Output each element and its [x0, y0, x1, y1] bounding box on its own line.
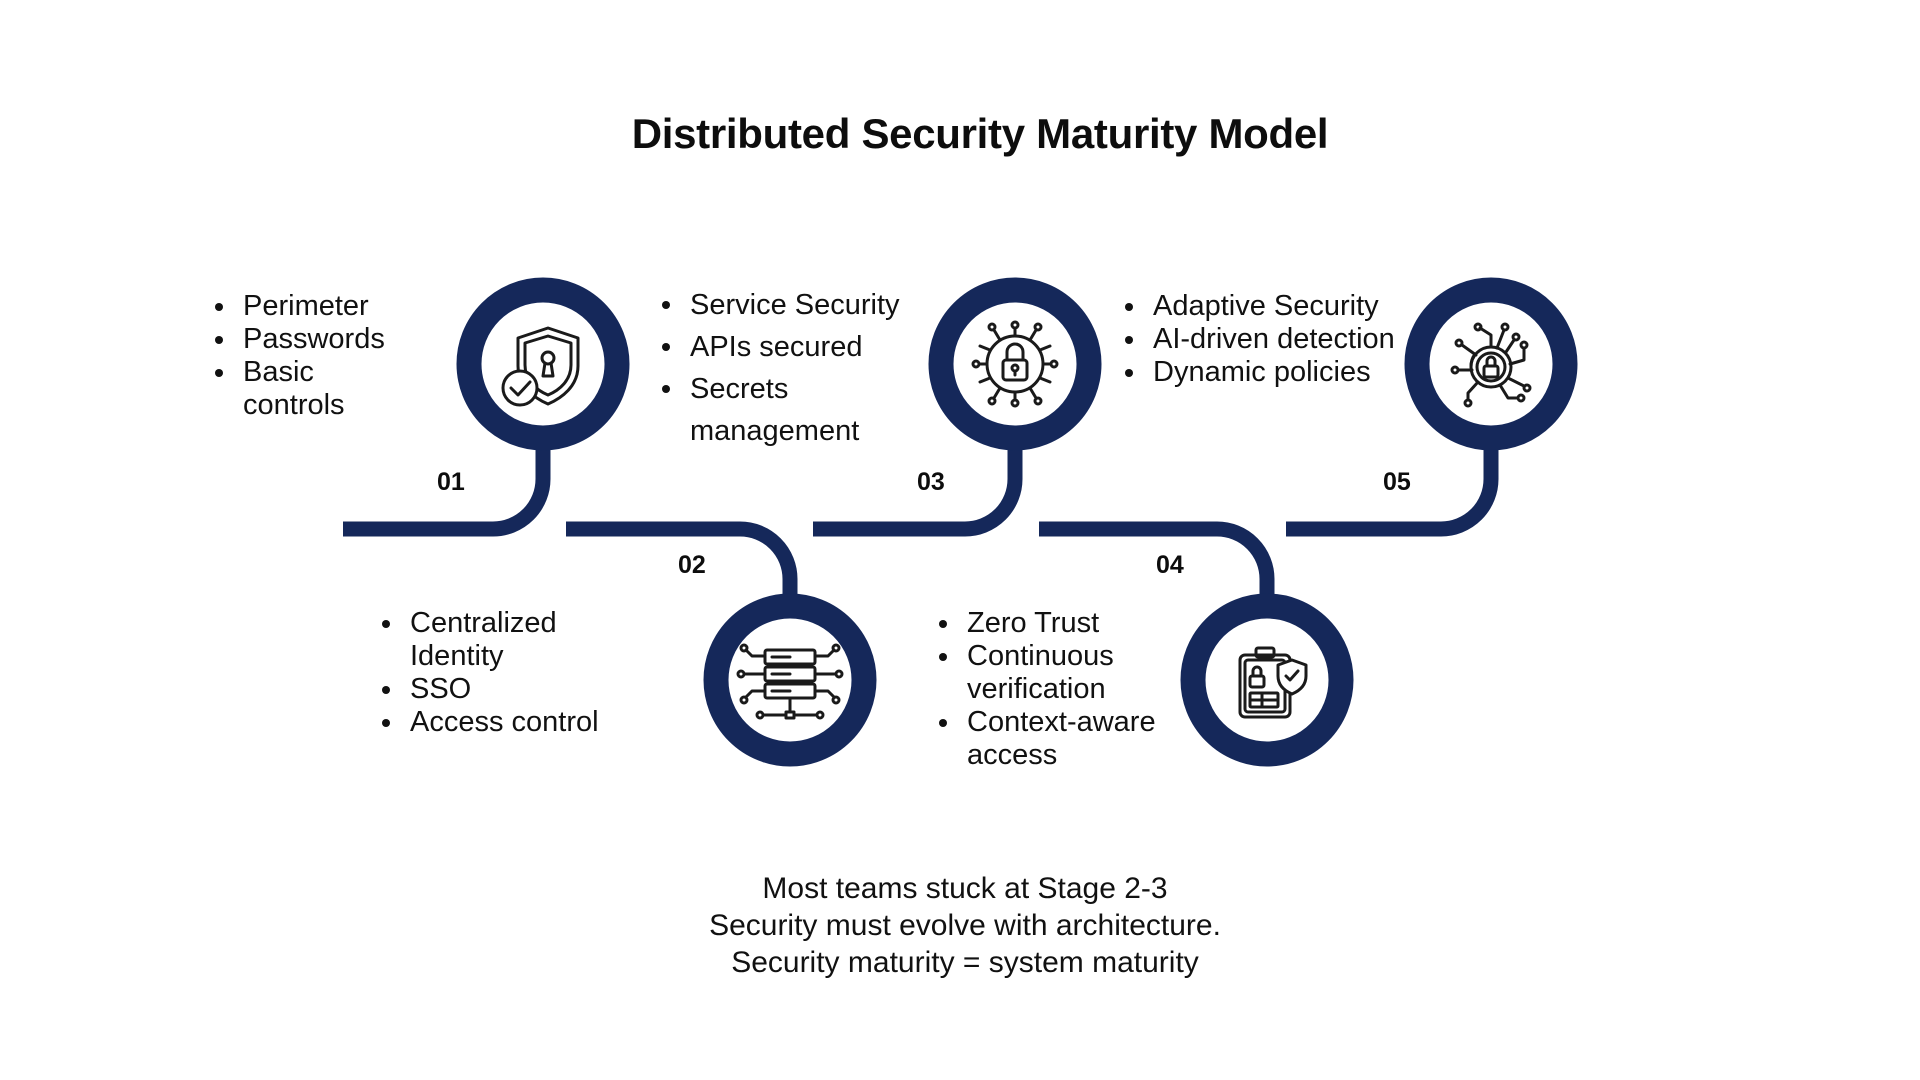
stage-5-bullet: AI-driven detection — [1123, 323, 1403, 356]
summary-line-3: Security maturity = system maturity — [731, 946, 1199, 979]
stage-2-bullet: Access control — [380, 706, 620, 739]
stage-1-bullet: Passwords — [213, 323, 413, 356]
stage-1-bullet: Perimeter — [213, 290, 413, 323]
stage-2-bullet: SSO — [380, 673, 620, 706]
server-network-icon — [736, 643, 844, 720]
path-segment-stage-4 — [1039, 521, 1275, 598]
stage-4-bullet: Continuous verification — [937, 640, 1177, 706]
stage-3-bullet: Service Security — [660, 284, 920, 326]
summary-text: Most teams stuck at Stage 2-3 Security m… — [590, 870, 1340, 981]
stage-3-number: 03 — [917, 468, 945, 496]
summary-line-1: Most teams stuck at Stage 2-3 — [762, 872, 1168, 905]
summary-line-2: Security must evolve with architecture. — [709, 909, 1221, 942]
stage-2-bullet: Centralized Identity — [380, 607, 620, 673]
stage-4-bullet-list: Zero Trust Continuous verification Conte… — [937, 607, 1177, 772]
stage-1-bullet: Basic controls — [213, 356, 413, 422]
diagram-title: Distributed Security Maturity Model — [631, 110, 1329, 157]
stage-4-bullet: Context-aware access — [937, 706, 1177, 772]
circuit-lock-icon — [971, 320, 1059, 408]
path-segment-stage-1 — [343, 448, 551, 537]
stage-2-bullet-list: Centralized Identity SSO Access control — [380, 607, 620, 739]
clipboard-lock-shield-icon — [1238, 646, 1308, 719]
stage-5-number: 05 — [1383, 468, 1411, 496]
path-segment-stage-5 — [1286, 448, 1499, 537]
stage-4-bullet: Zero Trust — [937, 607, 1177, 640]
stage-5-bullet: Adaptive Security — [1123, 290, 1403, 323]
stage-5-bullet: Dynamic policies — [1123, 356, 1403, 389]
stage-3-bullet-list: Service Security APIs secured Secrets ma… — [660, 284, 920, 452]
stage-1-number: 01 — [437, 468, 465, 496]
path-segment-stage-2 — [566, 521, 798, 598]
stage-2-number: 02 — [678, 551, 706, 579]
path-segment-stage-3 — [813, 448, 1023, 537]
stage-5-bullet-list: Adaptive Security AI-driven detection Dy… — [1123, 290, 1403, 389]
stage-1-bullet-list: Perimeter Passwords Basic controls — [213, 290, 413, 422]
stage-3-bullet: Secrets management — [660, 368, 920, 452]
stage-4-number: 04 — [1156, 551, 1184, 579]
stage-1-ring — [456, 277, 630, 451]
stage-4-ring — [1180, 593, 1354, 767]
stage-5-ring — [1404, 277, 1578, 451]
digital-lock-icon — [1450, 322, 1532, 408]
shield-keyhole-check-icon — [501, 326, 580, 407]
stage-3-bullet: APIs secured — [660, 326, 920, 368]
